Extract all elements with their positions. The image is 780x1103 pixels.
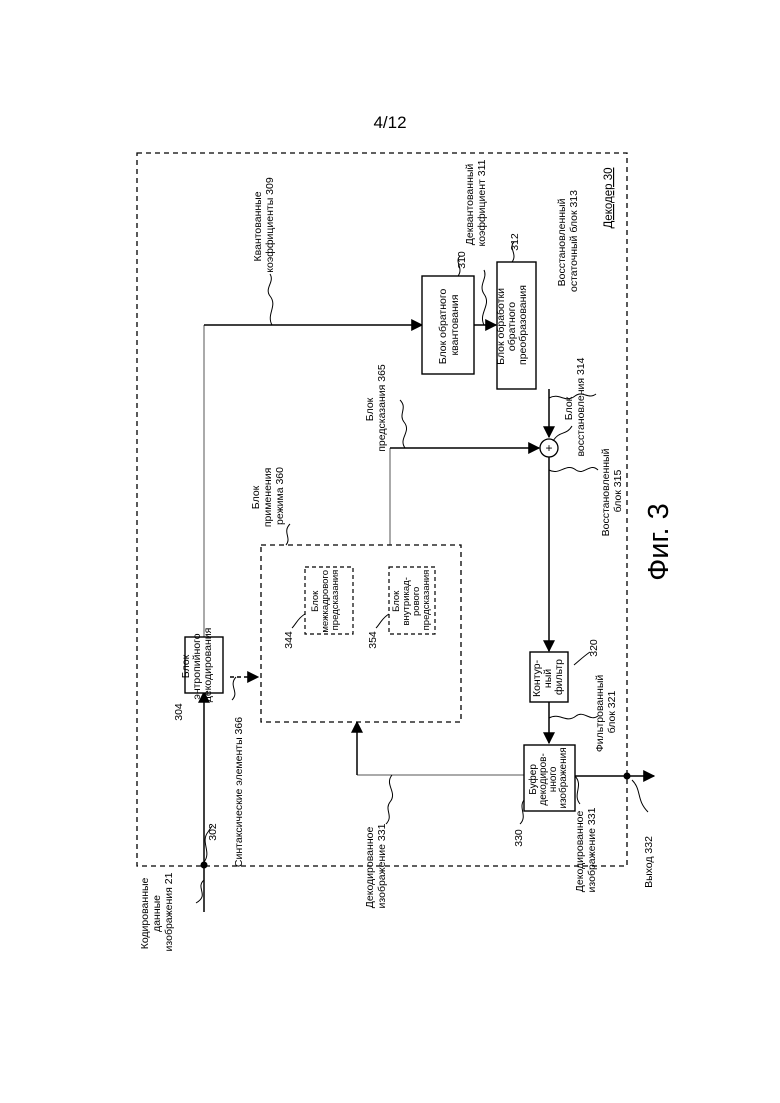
output-junction-dot [624,773,631,780]
adder-symbol: + [545,441,552,455]
output-label: Выход 332 [643,836,655,888]
prediction-block-label: Блок предсказания 365 [364,364,388,452]
residual-line: Восстановленный [556,198,568,286]
ref-312: 312 [509,233,521,251]
ref-310: 310 [456,251,468,269]
input-junction-dot [201,862,208,869]
quant-line: коэффициенты 309 [264,177,276,273]
leader-output-332 [632,780,648,812]
syntax-elements-label: Синтаксические элементы 366 [233,717,245,867]
reconstruction-line: восстановления 314 [575,357,587,456]
decoded-feedback-label: Декодированное изображение 331 [364,823,388,908]
dpb-label-line: изображения [557,747,569,808]
encoded-data-label: Кодированные данные изображения 21 [139,872,175,951]
leader-quant-309 [268,274,273,325]
leader-recon-315 [549,467,598,471]
quantized-coefficients-label: Квантованные коэффициенты 309 [252,177,276,273]
dequantized-coefficient-label: Деквантованный коэффициент 311 [464,159,488,246]
inv-quant-label-line: квантования [449,295,461,356]
ref-354: 354 [367,631,379,649]
recon-block-label: Восстановленный блок 315 [600,446,624,537]
decoded-feedback-line: Декодированное [364,827,376,909]
ref-302: 302 [207,823,219,841]
inverse-quantization-label: Блок обратного квантования [437,286,461,364]
decoded-output-line: изображение 331 [586,807,598,892]
inter-label-line: предсказания [330,570,341,631]
reconstruction-label: Блок восстановления 314 [563,357,587,456]
recon-block-line: Восстановленный [600,448,612,536]
ref-330: 330 [513,829,525,847]
leader-dequant-311 [482,270,487,325]
residual-line: остаточный блок 313 [568,190,580,292]
figure-label: Фиг. 3 [643,503,675,581]
leader-syntax-366 [232,677,236,700]
prediction-line: предсказания 365 [376,364,388,452]
quant-line: Квантованные [252,191,264,261]
leader-mode-360 [286,524,290,545]
filtered-line: блок 321 [606,691,618,734]
decoded-output-label: Декодированное изображение 331 [574,807,598,892]
encoded-data-line: данные [151,895,163,932]
filtered-line: Фильтрованный [594,675,606,753]
loop-filter-label-line: фильтр [553,659,565,695]
dequant-line: Деквантованный [464,164,476,246]
leader-decoded-331-output [575,776,580,804]
ref-320: 320 [588,639,600,657]
prediction-line: Блок [364,397,376,421]
leader-encoded-data [196,880,204,903]
inv-quant-label-line: Блок обратного [437,289,449,365]
decoded-output-line: Декодированное [574,811,586,893]
ref-344: 344 [283,631,295,649]
leader-decoded-331-feedback [386,775,393,824]
recon-block-line: блок 315 [612,470,624,513]
mode-line: Блок [250,485,262,509]
mode-line: режима 360 [274,467,286,525]
leader-filtered-321 [549,714,598,719]
intra-label-line: предсказания [421,570,432,631]
reconstruction-line: Блок [563,396,575,420]
decoder-label: Декодер 30 [603,168,615,229]
encoded-data-line: Кодированные [139,877,151,949]
leader-prediction-365 [400,400,407,448]
decoded-feedback-line: изображение 331 [376,823,388,908]
mode-line: применения [262,468,274,527]
encoded-data-line: изображения 21 [163,872,175,951]
leader-reconstruction-314 [553,426,572,441]
entropy-label-line: декодирования [202,628,214,703]
ref-304: 304 [173,703,185,721]
filtered-block-label: Фильтрованный блок 321 [594,672,618,752]
dequant-line: коэффициент 311 [476,159,488,246]
inv-transform-label-line: преобразования [517,285,529,365]
residual-block-label: Восстановленный остаточный блок 313 [556,190,580,292]
mode-application-label: Блок применения режима 360 [250,465,286,527]
